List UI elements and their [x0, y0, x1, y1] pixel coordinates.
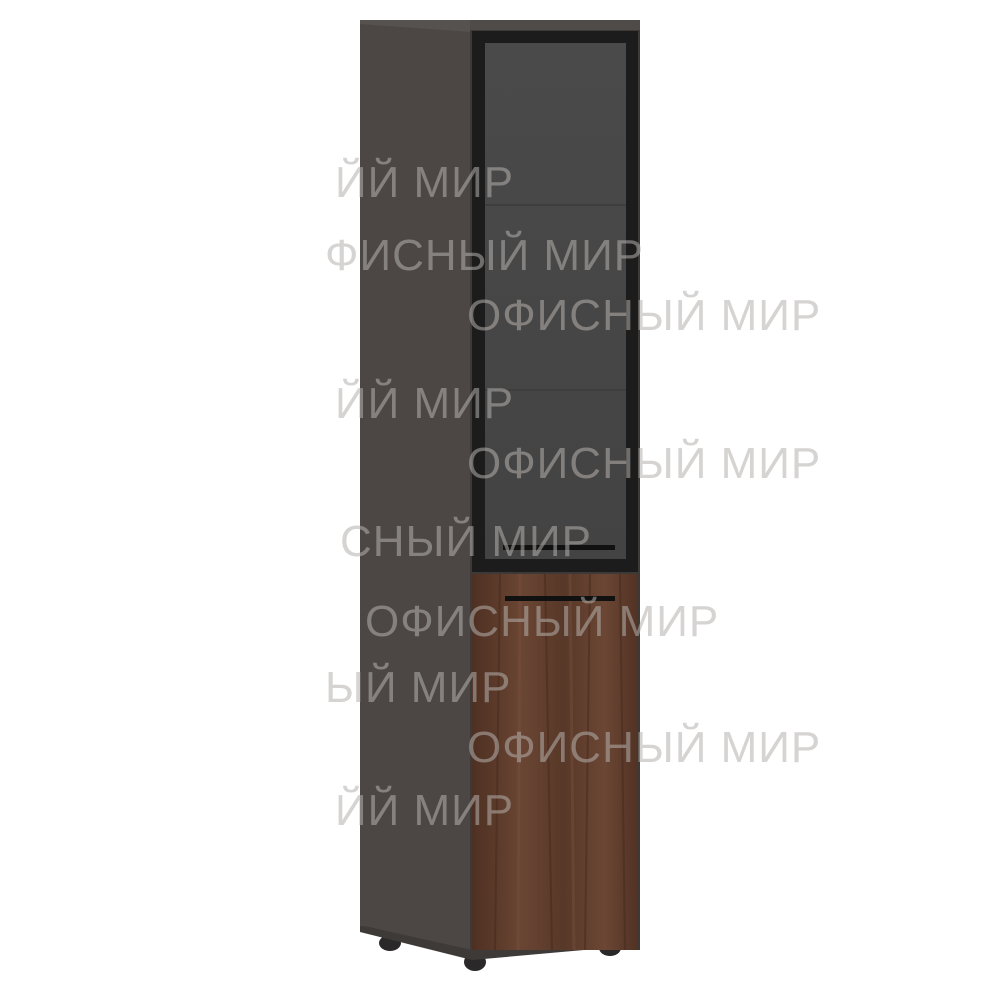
watermark-text: ЫЙ МИР	[325, 661, 511, 712]
watermark-text: ОФИСНЫЙ МИР	[467, 289, 821, 340]
watermark-text: ЙЙ МИР	[335, 784, 514, 835]
watermark-text: ОФИСНЫЙ МИР	[365, 595, 719, 646]
glass-door-panel	[485, 43, 626, 559]
watermark-text: СНЫЙ МИР	[340, 515, 592, 566]
glass-door-handle[interactable]	[503, 545, 615, 550]
side-panel	[360, 22, 472, 955]
wood-door-handle[interactable]	[505, 596, 615, 601]
watermark: ЙЙ МИР ФИСНЫЙ МИР ОФИСНЫЙ МИР ЙЙ МИР ОФИ…	[325, 156, 821, 835]
watermark-text: ФИСНЫЙ МИР	[325, 229, 644, 280]
watermark-text: ОФИСНЫЙ МИР	[467, 721, 821, 772]
watermark-text: ОФИСНЫЙ МИР	[467, 437, 821, 488]
plinth	[360, 925, 640, 960]
watermark-text: ЙЙ МИР	[335, 156, 514, 207]
watermark-text: ЙЙ МИР	[335, 377, 514, 428]
